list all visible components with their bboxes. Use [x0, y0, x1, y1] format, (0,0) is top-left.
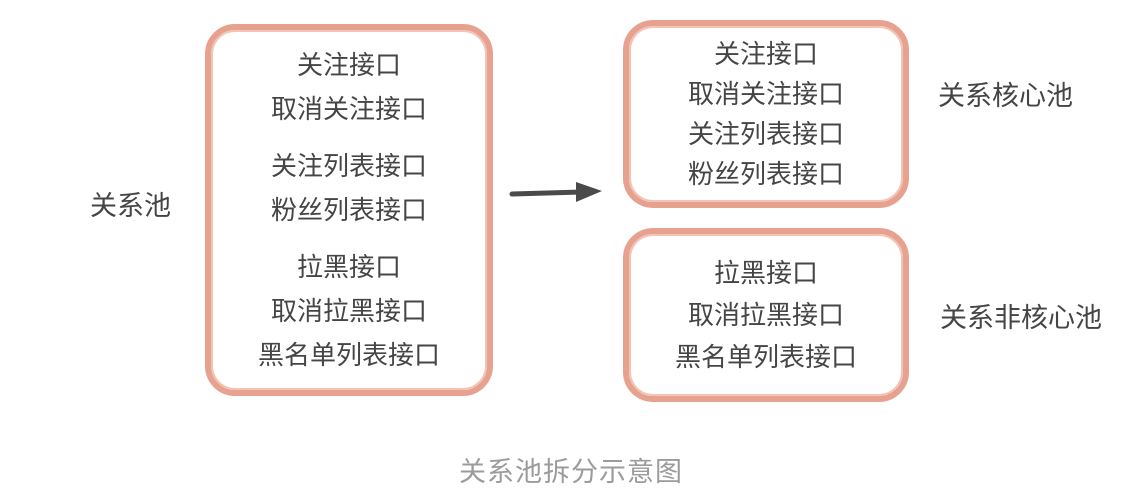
- core-pool-label: 关系核心池: [938, 81, 1073, 111]
- core-pool-item: 粉丝列表接口: [687, 159, 844, 189]
- source-pool-item: 取消拉黑接口: [270, 296, 427, 326]
- source-pool-item: 黑名单列表接口: [257, 340, 440, 370]
- core-pool-box: 关注接口 取消关注接口 关注列表接口 粉丝列表接口: [623, 20, 909, 208]
- source-pool-item: 关注接口: [296, 50, 401, 80]
- noncore-pool-item: 拉黑接口: [713, 258, 818, 288]
- core-pool-item: 取消关注接口: [687, 79, 844, 109]
- core-pool-item: 关注接口: [713, 39, 818, 69]
- source-pool-item: 取消关注接口: [270, 94, 427, 124]
- source-pool-box: 关注接口 取消关注接口 关注列表接口 粉丝列表接口 拉黑接口 取消拉黑接口 黑名…: [205, 24, 493, 396]
- noncore-pool-item: 取消拉黑接口: [687, 300, 844, 330]
- noncore-pool-label: 关系非核心池: [940, 303, 1102, 333]
- source-pool-item: 关注列表接口: [270, 151, 427, 181]
- split-arrow-icon: [509, 182, 602, 202]
- source-pool-item: 拉黑接口: [296, 252, 401, 282]
- source-pool-label: 关系池: [90, 191, 171, 221]
- core-pool-item: 关注列表接口: [687, 119, 844, 149]
- source-pool-item: 粉丝列表接口: [270, 195, 427, 225]
- diagram-caption: 关系池拆分示意图: [459, 457, 683, 487]
- noncore-pool-item: 黑名单列表接口: [674, 342, 857, 372]
- noncore-pool-box: 拉黑接口 取消拉黑接口 黑名单列表接口: [623, 228, 909, 402]
